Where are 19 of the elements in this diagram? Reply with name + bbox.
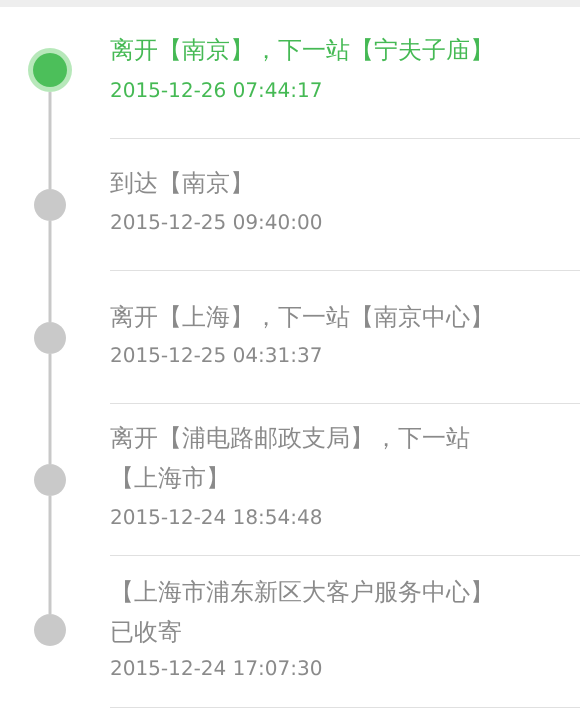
timeline-connector [48, 354, 52, 464]
timestamp: 2015-12-25 04:31:37 [110, 342, 322, 369]
status-text: 到达【南京】 [110, 168, 255, 199]
timeline-dot [34, 189, 66, 221]
timeline-dot [34, 614, 66, 646]
status-text: 离开【浦电路邮政支局】，下一站【上海市】 [110, 423, 471, 494]
status-text: 离开【上海】，下一站【南京中心】 [110, 302, 495, 333]
timestamp: 2015-12-24 17:07:30 [110, 655, 322, 682]
timeline-connector [48, 92, 52, 189]
timeline-connector [48, 496, 52, 614]
status-text: 离开【南京】，下一站【宁夫子庙】 [110, 35, 495, 66]
timestamp: 2015-12-26 07:44:17 [110, 77, 322, 104]
timestamp: 2015-12-24 18:54:48 [110, 504, 322, 531]
status-text: 【上海市浦东新区大客户服务中心】已收寄 [110, 577, 495, 648]
timeline-dot [34, 464, 66, 496]
timeline-dot [34, 322, 66, 354]
timeline-connector [48, 221, 52, 322]
timestamp: 2015-12-25 09:40:00 [110, 209, 322, 236]
active-timeline-dot [28, 48, 72, 92]
